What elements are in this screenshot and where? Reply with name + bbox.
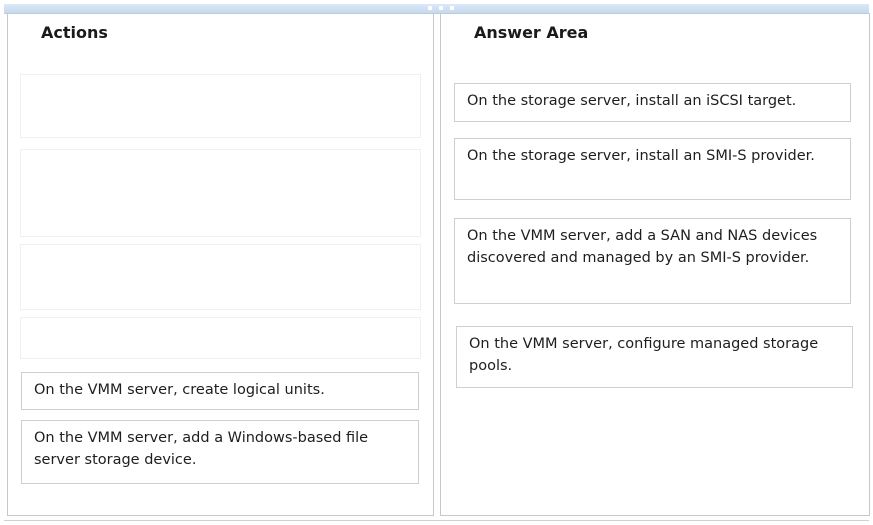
answer-item-configure-storage-pools[interactable]: On the VMM server, configure managed sto… — [456, 326, 853, 388]
answer-item-text: On the VMM server, configure managed sto… — [469, 336, 819, 374]
answer-area-panel: Answer Area On the storage server, insta… — [440, 13, 870, 516]
action-item-add-file-server-storage[interactable]: On the VMM server, add a Windows-based f… — [21, 420, 419, 484]
answer-item-text: On the VMM server, add a SAN and NAS dev… — [467, 228, 818, 266]
splitter-grip-icon[interactable] — [428, 6, 454, 11]
empty-action-slot — [20, 317, 421, 359]
answer-item-install-smi-s-provider[interactable]: On the storage server, install an SMI-S … — [454, 138, 851, 200]
answer-item-install-iscsi-target[interactable]: On the storage server, install an iSCSI … — [454, 83, 851, 122]
empty-action-slot — [20, 244, 421, 310]
actions-panel: Actions On the VMM server, create logica… — [7, 13, 434, 516]
empty-action-slot — [20, 149, 421, 237]
action-item-create-logical-units[interactable]: On the VMM server, create logical units. — [21, 372, 419, 410]
splitter-bar[interactable] — [4, 4, 869, 14]
answer-area-title: Answer Area — [474, 23, 589, 42]
action-item-text: On the VMM server, add a Windows-based f… — [34, 430, 369, 468]
answer-item-add-san-nas-devices[interactable]: On the VMM server, add a SAN and NAS dev… — [454, 218, 851, 304]
answer-item-text: On the storage server, install an iSCSI … — [467, 93, 797, 109]
answer-item-text: On the storage server, install an SMI-S … — [467, 148, 815, 164]
action-item-text: On the VMM server, create logical units. — [34, 382, 325, 398]
actions-title: Actions — [41, 23, 108, 42]
empty-action-slot — [20, 74, 421, 138]
bottom-divider — [4, 520, 869, 521]
